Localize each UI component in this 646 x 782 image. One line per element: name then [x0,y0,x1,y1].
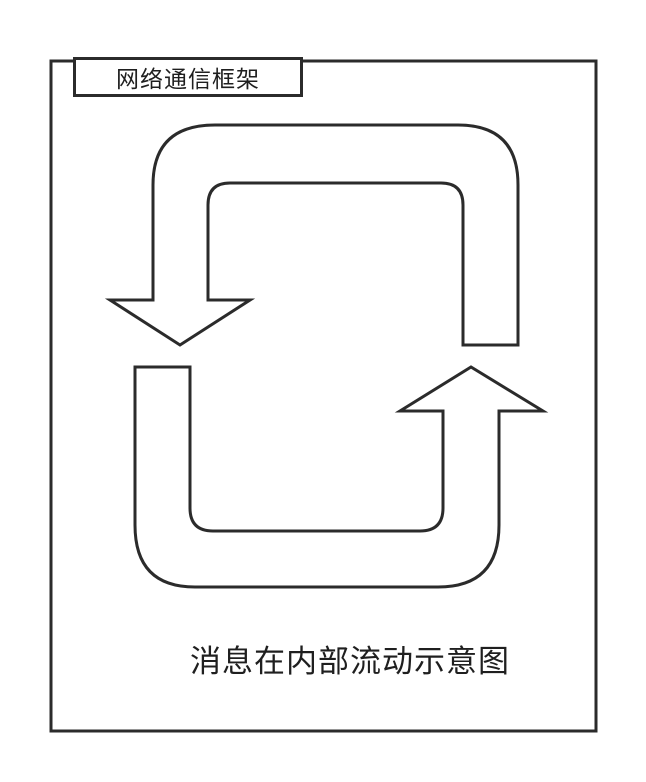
outer-frame [49,59,598,733]
lower-cycle-arrow [133,365,549,589]
upper-cycle-arrow [104,123,520,347]
diagram-caption: 消息在内部流动示意图 [190,644,510,680]
frame-title-label: 网络通信框架 [73,57,303,97]
